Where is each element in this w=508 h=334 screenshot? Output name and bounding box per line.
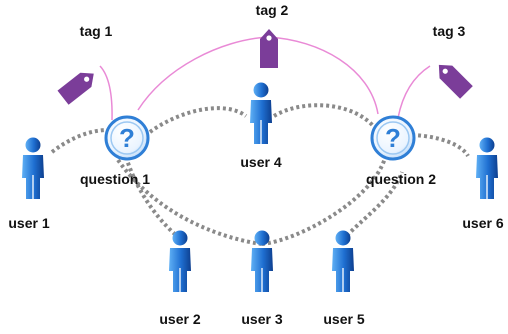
user5-icon xyxy=(332,230,354,292)
user2-label: user 2 xyxy=(159,311,200,327)
user5-label: user 5 xyxy=(323,311,364,327)
tag2-label: tag 2 xyxy=(256,2,289,18)
tag3-icon xyxy=(438,64,473,99)
edge-user3-question2 xyxy=(261,157,387,246)
user2-icon xyxy=(169,230,191,292)
question2-label: question 2 xyxy=(366,171,436,187)
edge-tag2-question2 xyxy=(267,36,379,115)
user-node-5[interactable]: user 5 xyxy=(323,230,365,328)
edge-user4-question1 xyxy=(148,106,248,134)
user6-label: user 6 xyxy=(462,215,503,231)
user6-icon xyxy=(476,137,498,199)
user3-icon xyxy=(251,230,273,292)
tag2-icon xyxy=(260,29,278,68)
user4-label: user 4 xyxy=(240,154,281,170)
edge-user6-question2 xyxy=(411,133,470,158)
edge-tag1-question1 xyxy=(99,65,113,121)
question-node-1[interactable]: ? question 1 xyxy=(80,115,150,187)
edge-user1-question1 xyxy=(50,128,109,154)
edge-user4-question2 xyxy=(272,103,377,130)
user1-label: user 1 xyxy=(8,215,49,231)
user-node-4[interactable]: user 4 xyxy=(240,82,282,171)
edge-tag2-question1 xyxy=(137,36,269,111)
edge-user2-question1 xyxy=(124,156,184,242)
user-node-2[interactable]: user 2 xyxy=(159,230,201,328)
edge-tag3-question2 xyxy=(397,65,431,119)
question1-glyph: ? xyxy=(119,123,135,153)
user-node-1[interactable]: user 1 xyxy=(8,137,50,232)
tag-node-2[interactable]: tag 2 xyxy=(256,2,289,68)
user4-icon xyxy=(250,82,272,144)
edge-user3-question1 xyxy=(116,158,263,246)
question-node-2[interactable]: ? question 2 xyxy=(366,115,436,187)
question1-icon: ? xyxy=(104,115,150,161)
tag-node-3[interactable]: tag 3 xyxy=(432,23,473,99)
tag1-label: tag 1 xyxy=(80,23,113,39)
question1-label: question 1 xyxy=(80,171,150,187)
user-node-3[interactable]: user 3 xyxy=(241,230,283,328)
question2-icon: ? xyxy=(370,115,416,161)
tag3-label: tag 3 xyxy=(433,23,466,39)
user3-label: user 3 xyxy=(241,311,282,327)
user-node-6[interactable]: user 6 xyxy=(462,137,504,232)
user1-icon xyxy=(22,137,44,199)
user-question-edges xyxy=(50,103,470,246)
tag-node-1[interactable]: tag 1 xyxy=(57,23,113,105)
tag-question-edges xyxy=(99,36,431,121)
tag1-icon xyxy=(57,72,94,105)
question2-glyph: ? xyxy=(385,123,401,153)
